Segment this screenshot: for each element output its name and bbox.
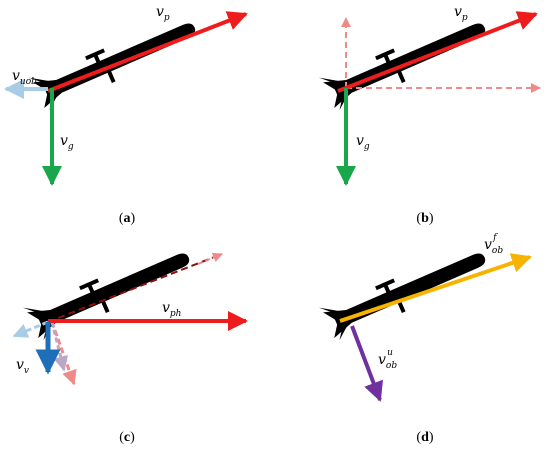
caption-c: (c) [119, 430, 135, 445]
label-vuob-a: vuob [12, 68, 37, 87]
label-vg-b: vg [356, 133, 370, 152]
panel-b: vp vg (b) [318, 4, 541, 226]
vp-dashed-axis-c [47, 253, 223, 323]
vobf-arrow-d [339, 253, 532, 323]
vobu-arrow-d [350, 325, 383, 402]
panel-a: vp vuob vg (a) [4, 4, 248, 226]
label-vph-c: vph [162, 300, 181, 319]
panel-c: vph vv (c) [12, 239, 248, 445]
light-blue-dashed-c [12, 320, 49, 338]
vp-arrow-a [47, 11, 248, 93]
grey-dashed-down-c [50, 321, 69, 372]
rocket-d [318, 239, 492, 343]
panel-d: vobf vobu (d) [318, 233, 532, 445]
caption-d: (d) [416, 430, 433, 445]
vp-arrow-b [337, 11, 538, 93]
label-vv-c: vv [16, 357, 29, 376]
label-vp-a: vp [156, 4, 170, 23]
label-vobf-d: vobf [484, 233, 503, 256]
label-vg-a: vg [60, 133, 74, 152]
caption-b: (b) [416, 211, 433, 226]
label-vp-b: vp [454, 4, 468, 23]
vp-dashed-tip-c [197, 252, 223, 265]
caption-a: (a) [119, 211, 136, 226]
rocket-a [28, 9, 202, 113]
label-vobu-d: vobu [378, 348, 397, 371]
